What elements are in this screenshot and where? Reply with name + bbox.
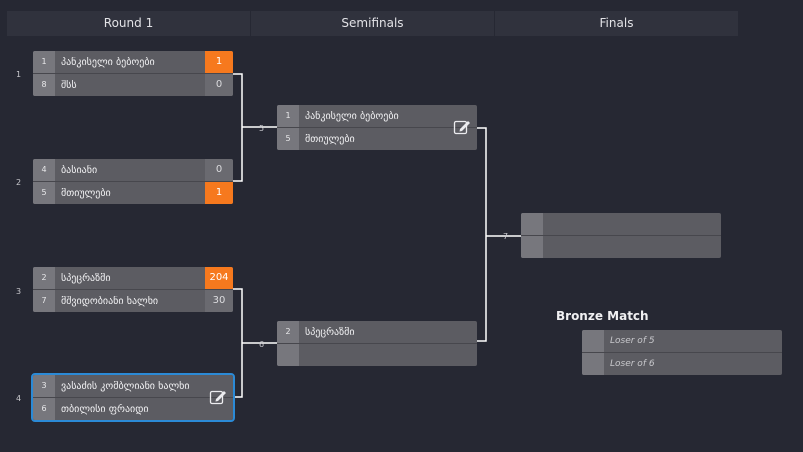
seed — [582, 353, 604, 375]
edit-icon[interactable] — [453, 119, 471, 135]
match-7-team-1[interactable] — [521, 213, 721, 235]
match-6-team-2[interactable] — [277, 344, 477, 366]
score: 1 — [205, 51, 233, 73]
match-7-team-2[interactable] — [521, 236, 721, 258]
match-1[interactable]: 1 პანკისელი ბებოები 1 8 შსს 0 — [33, 51, 233, 96]
row-divider — [33, 181, 233, 182]
match-1-team-2[interactable]: 8 შსს 0 — [33, 74, 233, 96]
match-number-2: 2 — [16, 178, 22, 187]
seed: 4 — [33, 159, 55, 181]
team-name: პანკისელი ბებოები — [305, 110, 399, 122]
score: 1 — [205, 182, 233, 204]
team-name: მთიულები — [61, 187, 111, 199]
match-4-team-2[interactable]: 6 თბილისი ფრაიდი — [33, 398, 233, 420]
match-5[interactable]: 1 პანკისელი ბებოები 5 მთიულები — [277, 105, 477, 150]
seed: 2 — [33, 267, 55, 289]
team-name: სპეცრაზმი — [305, 326, 355, 338]
seed: 8 — [33, 74, 55, 96]
seed: 1 — [33, 51, 55, 73]
score: 204 — [205, 267, 233, 289]
team-name: მთიულები — [305, 133, 355, 145]
match-4-team-1[interactable]: 3 ვასაძის კომბლიანი ხალხი — [33, 375, 233, 397]
row-divider — [582, 352, 782, 353]
seed — [582, 330, 604, 352]
bronze-team-2[interactable]: Loser of 6 — [582, 353, 782, 375]
row-divider — [277, 127, 477, 128]
team-name: სპეცრაზმი — [61, 272, 111, 284]
seed — [277, 344, 299, 366]
match-1-team-1[interactable]: 1 პანკისელი ბებოები 1 — [33, 51, 233, 73]
match-5-team-1[interactable]: 1 პანკისელი ბებოები — [277, 105, 477, 127]
team-name: ბასიანი — [61, 164, 98, 176]
seed — [521, 236, 543, 258]
edit-icon[interactable] — [209, 389, 227, 405]
score: 0 — [205, 159, 233, 181]
match-5-team-2[interactable]: 5 მთიულები — [277, 128, 477, 150]
match-number-1: 1 — [16, 70, 22, 79]
team-name: პანკისელი ბებოები — [61, 56, 155, 68]
match-3[interactable]: 2 სპეცრაზმი 204 7 მშვიდობიანი ხალხი 30 — [33, 267, 233, 312]
seed: 7 — [33, 290, 55, 312]
score: 0 — [205, 74, 233, 96]
score: 30 — [205, 290, 233, 312]
team-name: მშვიდობიანი ხალხი — [61, 295, 159, 307]
seed: 3 — [33, 375, 55, 397]
match-4[interactable]: 3 ვასაძის კომბლიანი ხალხი 6 თბილისი ფრაი… — [31, 373, 235, 422]
seed: 6 — [33, 398, 55, 420]
seed: 1 — [277, 105, 299, 127]
row-divider — [277, 343, 477, 344]
match-6-team-1[interactable]: 2 სპეცრაზმი — [277, 321, 477, 343]
round-header-1: Round 1 — [7, 11, 250, 36]
round-header-semifinals: Semifinals — [251, 11, 494, 36]
seed: 5 — [277, 128, 299, 150]
seed: 2 — [277, 321, 299, 343]
bronze-match[interactable]: Loser of 5 Loser of 6 — [582, 330, 782, 375]
team-name: შსს — [61, 79, 77, 91]
match-2[interactable]: 4 ბასიანი 0 5 მთიულები 1 — [33, 159, 233, 204]
match-number-4: 4 — [16, 394, 22, 403]
seed — [521, 213, 543, 235]
match-2-team-2[interactable]: 5 მთიულები 1 — [33, 182, 233, 204]
match-7[interactable] — [521, 213, 721, 258]
match-number-6: 6 — [259, 340, 265, 349]
bronze-team-1[interactable]: Loser of 5 — [582, 330, 782, 352]
match-number-5: 5 — [259, 124, 265, 133]
match-number-3: 3 — [16, 287, 22, 296]
row-divider — [33, 289, 233, 290]
match-number-7: 7 — [503, 232, 509, 241]
seed: 5 — [33, 182, 55, 204]
match-2-team-1[interactable]: 4 ბასიანი 0 — [33, 159, 233, 181]
round-header-finals: Finals — [495, 11, 738, 36]
team-name: Loser of 6 — [610, 359, 655, 369]
match-3-team-1[interactable]: 2 სპეცრაზმი 204 — [33, 267, 233, 289]
bronze-match-title: Bronze Match — [556, 309, 649, 323]
team-name: Loser of 5 — [610, 336, 655, 346]
team-name: ვასაძის კომბლიანი ხალხი — [61, 380, 190, 392]
team-name: თბილისი ფრაიდი — [61, 403, 149, 415]
row-divider — [33, 397, 233, 398]
match-6[interactable]: 2 სპეცრაზმი — [277, 321, 477, 366]
row-divider — [521, 235, 721, 236]
match-3-team-2[interactable]: 7 მშვიდობიანი ხალხი 30 — [33, 290, 233, 312]
row-divider — [33, 73, 233, 74]
